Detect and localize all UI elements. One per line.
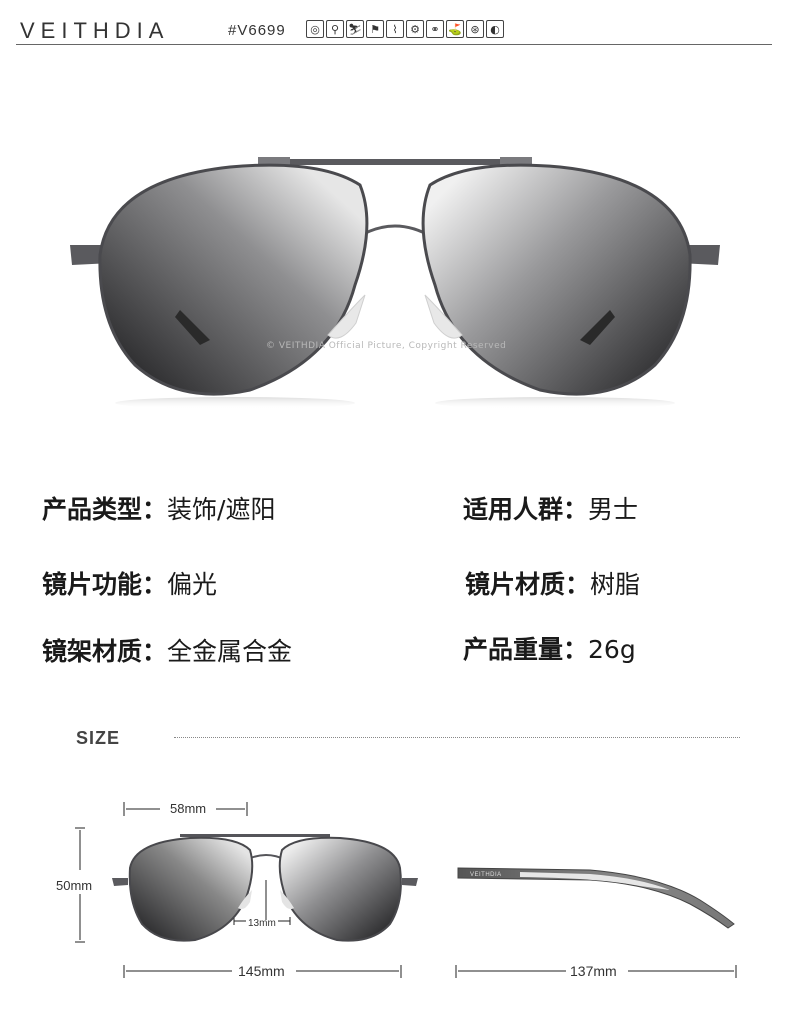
spec-label: 镜片材质： bbox=[465, 570, 591, 599]
sport-icons-strip: ◎ ⚲ ⛷ ⚑ ⌇ ⚙ ⚭ ⛳ ⊛ ◐ bbox=[306, 20, 504, 40]
spec-frame-material: 镜架材质：全金属合金 bbox=[42, 632, 292, 668]
lens-height-label: 50mm bbox=[56, 878, 92, 893]
motorcycle-icon: ⚙ bbox=[406, 20, 424, 38]
fishing-icon: ⌇ bbox=[386, 20, 404, 38]
cycling-icon: ◎ bbox=[306, 20, 324, 38]
spec-weight: 产品重量：26g bbox=[463, 630, 636, 666]
driving-icon: ⊛ bbox=[466, 20, 484, 38]
running-icon: ⚑ bbox=[366, 20, 384, 38]
temple-length-label: 137mm bbox=[570, 963, 617, 979]
hiking-icon: ⚲ bbox=[326, 20, 344, 38]
tennis-icon: ◐ bbox=[486, 20, 504, 38]
bicycle-icon: ⚭ bbox=[426, 20, 444, 38]
spec-label: 镜片功能： bbox=[42, 570, 168, 599]
size-section-title: SIZE bbox=[76, 728, 121, 748]
spec-value: 树脂 bbox=[590, 570, 641, 599]
brand-logo: VEITHDIA bbox=[20, 18, 170, 43]
golf-icon: ⛳ bbox=[446, 20, 464, 38]
spec-value: 偏光 bbox=[167, 570, 218, 599]
sunglasses-front-image bbox=[70, 157, 720, 409]
spec-label: 镜架材质： bbox=[42, 637, 168, 666]
spec-value: 全金属合金 bbox=[167, 637, 293, 666]
lens-width-label: 58mm bbox=[170, 801, 206, 816]
size-diagram: VEITHDIA 58mm 50mm 13mm 145mm 137mm bbox=[56, 801, 737, 979]
spec-product-type: 产品类型：装饰/遮阳 bbox=[42, 490, 275, 526]
spec-value: 26g bbox=[588, 635, 636, 664]
skiing-icon: ⛷ bbox=[346, 20, 364, 38]
spec-value: 装饰/遮阳 bbox=[167, 495, 276, 524]
spec-label: 适用人群： bbox=[463, 495, 589, 524]
header-divider bbox=[16, 44, 772, 45]
bridge-width-label: 13mm bbox=[248, 918, 276, 929]
temple-arm-side-view: VEITHDIA bbox=[457, 867, 735, 929]
spec-value: 男士 bbox=[588, 495, 639, 524]
spec-label: 产品类型： bbox=[42, 495, 168, 524]
spec-lens-material: 镜片材质：树脂 bbox=[465, 565, 640, 601]
spec-label: 产品重量： bbox=[463, 635, 589, 664]
copyright-watermark: © VEITHDIA Official Picture, Copyright R… bbox=[266, 341, 507, 351]
sunglasses-small-front bbox=[112, 834, 418, 942]
model-number: #V6699 bbox=[228, 22, 286, 39]
temple-brand-text: VEITHDIA bbox=[470, 872, 502, 878]
spec-lens-function: 镜片功能：偏光 bbox=[42, 565, 217, 601]
spec-target-audience: 适用人群：男士 bbox=[463, 490, 638, 526]
frame-width-label: 145mm bbox=[238, 963, 285, 979]
size-dotted-divider bbox=[174, 737, 740, 738]
